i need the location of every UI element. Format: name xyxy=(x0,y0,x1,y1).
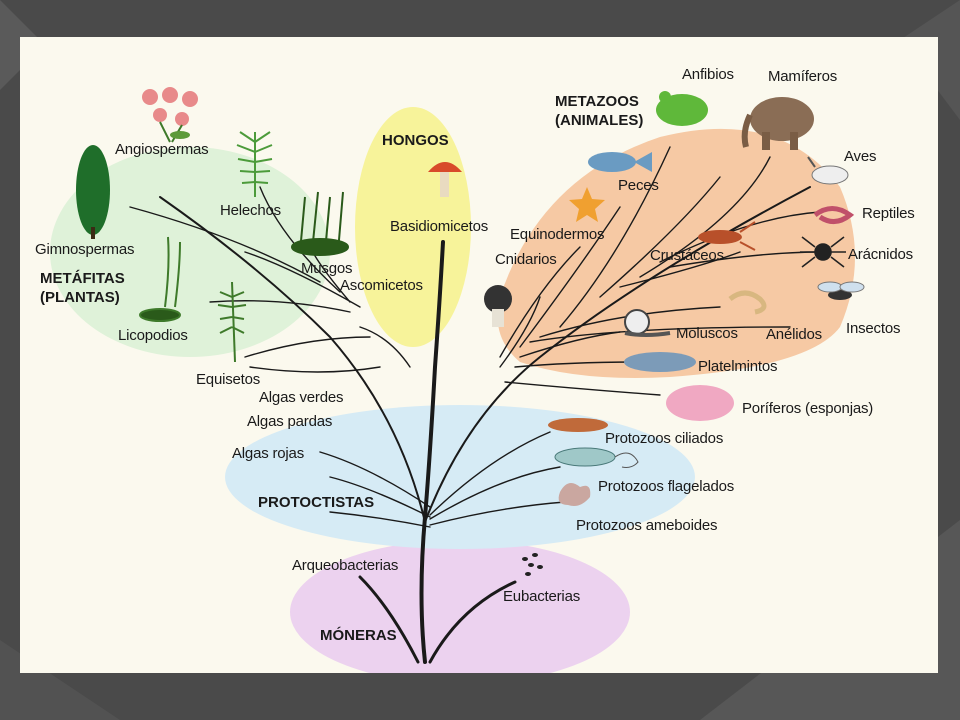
tree-icon xyxy=(76,145,110,239)
label-musgos: Musgos xyxy=(301,260,353,277)
bacteria-icon xyxy=(522,553,543,576)
elephant-icon xyxy=(741,97,814,150)
label-platelmintos: Platelmintos xyxy=(698,358,778,375)
label-gimnospermas: Gimnospermas xyxy=(35,241,135,258)
lycopod-icon xyxy=(139,236,181,322)
group-label-moneras: MÓNERAS xyxy=(320,627,397,644)
worm-icon xyxy=(728,290,767,315)
label-protozoos-flagelados: Protozoos flagelados xyxy=(598,478,735,495)
group-label-protoctistas: PROTOCTISTAS xyxy=(258,494,375,511)
bird-icon xyxy=(807,156,849,185)
label-insectos: Insectos xyxy=(846,320,901,337)
label-equisetos: Equisetos xyxy=(196,371,261,388)
plants-zone xyxy=(50,147,330,357)
label-ascomicetos: Ascomicetos xyxy=(340,277,423,294)
label-mamiferos: Mamíferos xyxy=(768,68,838,85)
label-anfibios: Anfibios xyxy=(682,66,734,83)
label-moluscos: Moluscos xyxy=(676,325,738,342)
snake-icon xyxy=(813,206,855,224)
insect-icon xyxy=(817,281,865,300)
group-label-metafitas: METÁFITAS (PLANTAS) xyxy=(40,269,125,307)
spider-icon xyxy=(800,236,846,268)
label-poriferos: Poríferos (esponjas) xyxy=(742,400,874,417)
label-algas-verdes: Algas verdes xyxy=(259,389,344,406)
fish-icon xyxy=(588,152,652,172)
crayfish-icon xyxy=(698,221,756,251)
label-algas-pardas: Algas pardas xyxy=(247,413,333,430)
group-label-metazoos-line1: METAZOOS xyxy=(555,93,639,110)
label-basidiomicetos: Basidiomicetos xyxy=(390,218,489,235)
label-aracnidos: Arácnidos xyxy=(848,246,913,263)
starfish-icon xyxy=(569,187,605,222)
sponge-icon xyxy=(666,385,734,421)
flatworm-icon xyxy=(624,352,696,372)
horsetail-icon xyxy=(217,281,247,363)
frog-icon xyxy=(656,91,708,126)
anemone-icon xyxy=(484,285,512,327)
ciliate-icon xyxy=(548,418,608,432)
label-eubacterias: Eubacterias xyxy=(503,588,581,605)
label-anelidos: Anélidos xyxy=(766,326,822,343)
group-label-metafitas-line2: (PLANTAS) xyxy=(40,289,120,306)
label-crustaceos: Crustáceos xyxy=(650,247,724,264)
flagellate-icon xyxy=(554,447,639,468)
label-helechos: Helechos xyxy=(220,202,281,219)
snail-icon xyxy=(624,309,671,337)
tree-of-life-card: HONGOS METAZOOS (ANIMALES) METÁFITAS (PL… xyxy=(20,37,938,673)
group-label-hongos: HONGOS xyxy=(382,132,449,149)
flower-icon xyxy=(142,87,198,143)
label-arqueobacterias: Arqueobacterias xyxy=(292,557,399,574)
label-equinodermos: Equinodermos xyxy=(510,226,605,243)
label-angiospermas: Angiospermas xyxy=(115,141,209,158)
group-label-metazoos: METAZOOS (ANIMALES) xyxy=(555,92,643,130)
label-reptiles: Reptiles xyxy=(862,205,915,222)
label-aves: Aves xyxy=(844,148,877,165)
label-licopodios: Licopodios xyxy=(118,327,188,344)
mushroom-icon xyxy=(428,162,462,197)
amoeba-icon xyxy=(558,483,591,506)
label-cnidarios: Cnidarios xyxy=(495,251,557,268)
monera-zone xyxy=(290,540,630,673)
label-peces: Peces xyxy=(618,177,659,194)
tree-diagram xyxy=(50,87,865,673)
group-label-metafitas-line1: METÁFITAS xyxy=(40,270,125,287)
group-label-metazoos-line2: (ANIMALES) xyxy=(555,112,644,129)
label-protozoos-ciliados: Protozoos ciliados xyxy=(605,430,724,447)
moss-icon xyxy=(291,191,349,256)
fern-icon xyxy=(236,131,273,197)
label-protozoos-ameboides: Protozoos ameboides xyxy=(576,517,718,534)
label-algas-rojas: Algas rojas xyxy=(232,445,305,462)
